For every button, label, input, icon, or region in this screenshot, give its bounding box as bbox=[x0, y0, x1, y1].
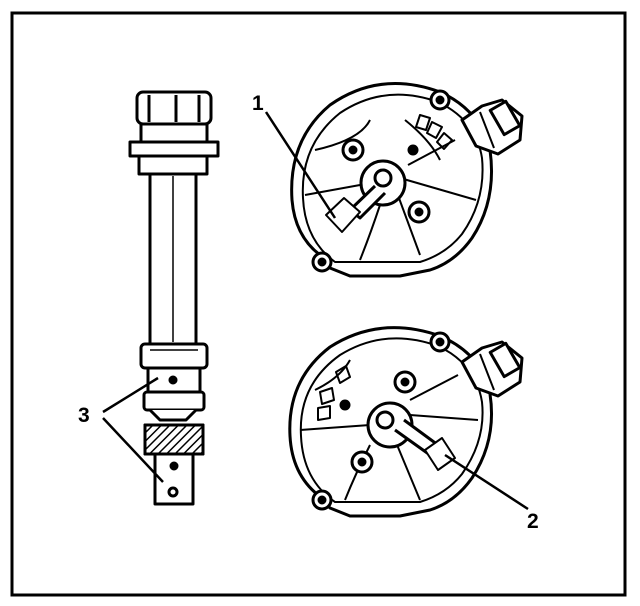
distributor-shaft bbox=[128, 90, 220, 506]
callout-1: 1 bbox=[252, 92, 264, 115]
distributor-bottom-view bbox=[288, 326, 524, 518]
leader-1 bbox=[264, 111, 337, 219]
leader-2 bbox=[444, 453, 529, 511]
leader-3b bbox=[102, 417, 164, 483]
distributor-top-view bbox=[290, 82, 524, 278]
leader-3a bbox=[102, 376, 159, 414]
leader-lines bbox=[102, 111, 529, 511]
callout-3: 3 bbox=[78, 404, 90, 427]
callout-2: 2 bbox=[527, 510, 539, 533]
